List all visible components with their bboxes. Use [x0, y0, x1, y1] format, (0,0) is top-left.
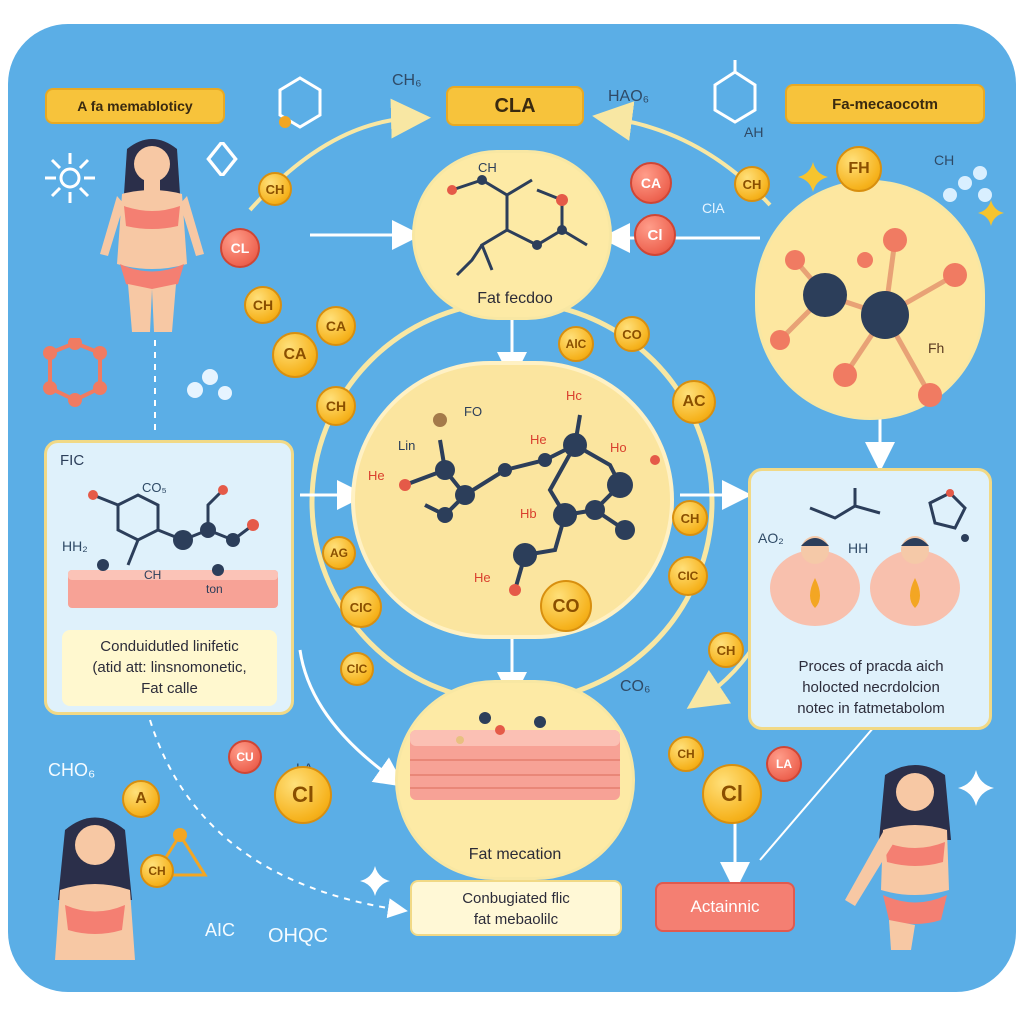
- left-panel-text: Conduidutled linifetic (atid att: linsno…: [62, 630, 277, 706]
- sparkle-icon-3: [360, 866, 390, 896]
- coin-10: FH: [836, 146, 882, 192]
- formula-label-6: CO₅: [142, 480, 167, 495]
- right-panel-people-icon: [770, 488, 969, 626]
- coin-8: CH: [734, 166, 770, 202]
- coin-25: CH: [140, 854, 174, 888]
- fat-tissue-icon: [410, 712, 620, 800]
- coin-2: CL: [220, 228, 260, 268]
- top-center-circle: [412, 150, 612, 320]
- dashed-left-curve: [149, 719, 408, 919]
- formula-label-4: CH: [934, 152, 955, 168]
- formula-label-10: OHQC: [268, 925, 328, 947]
- coin-17: CIC: [340, 586, 382, 628]
- formula-label-20: Hc: [566, 388, 582, 403]
- coin-7: CA: [630, 162, 672, 204]
- formula-label-17: FO: [464, 404, 483, 419]
- arc-left-down: [298, 649, 405, 787]
- bottom-box-line-2: fat mebaolilc: [473, 911, 559, 928]
- formula-label-12: CH: [478, 160, 497, 175]
- bead-chain-left-icon: [187, 369, 232, 400]
- formula-label-25: CH: [144, 568, 162, 582]
- bead-chain-right-icon: [943, 166, 992, 202]
- coin-18: ClC: [340, 652, 374, 686]
- formula-label-2: HAO₆: [608, 88, 650, 105]
- coin-22: CU: [228, 740, 262, 774]
- formula-label-13: AO₂: [758, 530, 784, 546]
- top-molecule-icon: [447, 175, 588, 277]
- coin-11: CO: [614, 316, 650, 352]
- coin-12: AC: [672, 380, 716, 424]
- coin-16: CIC: [668, 556, 708, 596]
- left-panel-molecule-icon: [68, 485, 278, 608]
- header-right-label: Fa-mecaocotm: [785, 84, 985, 124]
- right-molecule-icon: [770, 228, 967, 407]
- formula-label-5: ClA: [702, 200, 725, 216]
- hexagon-top-left-icon: [278, 76, 322, 129]
- right-panel-line-2: holocted necrdolcion: [802, 679, 940, 696]
- coin-15: CH: [672, 500, 708, 536]
- formula-label-14: HH₂: [62, 538, 88, 554]
- sun-molecule-icon: [45, 153, 95, 203]
- formula-label-19: He: [368, 468, 385, 483]
- bottom-circle-caption: Fat mecation: [468, 846, 562, 863]
- diamond-icon: [206, 142, 238, 176]
- coin-26: LA: [766, 746, 802, 782]
- header-center-label: CLA: [446, 86, 584, 126]
- left-panel-heading: FIC: [60, 452, 85, 469]
- coin-14: AG: [322, 536, 356, 570]
- formula-label-9: AIC: [205, 920, 236, 940]
- formula-label-24: He: [474, 570, 491, 585]
- coin-21: Cl: [274, 766, 332, 824]
- coin-5: CA: [272, 332, 318, 378]
- formula-label-3: AH: [744, 124, 764, 140]
- header-left-label: A fa memabloticy: [45, 88, 225, 124]
- hexagon-molecule-left-icon: [43, 338, 107, 407]
- central-molecule-icon: [399, 413, 660, 596]
- coin-23: Cl: [702, 764, 762, 824]
- left-panel-line-2: (atid att: linsnomonetic,: [92, 659, 247, 676]
- woman-figure-bottom-right: [845, 765, 951, 950]
- hexagon-top-right-icon: [713, 60, 757, 124]
- formula-label-18: Lin: [398, 438, 416, 453]
- coin-19: CO: [540, 580, 592, 632]
- formula-label-23: Hb: [520, 506, 537, 521]
- formula-label-7: CO₆: [620, 678, 651, 695]
- formula-label-21: He: [530, 432, 547, 447]
- formula-label-16: Fh: [928, 340, 945, 356]
- bottom-box-line-1: Conbugiated flic: [462, 890, 570, 907]
- sparkle-icon-4: [958, 770, 994, 806]
- formula-label-22: Ho: [610, 440, 627, 455]
- coin-1: CH: [258, 172, 292, 206]
- woman-figure-top-left: [100, 139, 204, 332]
- woman-figure-bottom-left: [55, 817, 135, 960]
- coin-24: A: [122, 780, 160, 818]
- formula-label-1: CH₆: [392, 72, 422, 89]
- coin-3: CH: [244, 286, 282, 324]
- coin-13: AlC: [558, 326, 594, 362]
- right-panel-line-3: notec in fatmetabolom: [797, 700, 945, 717]
- sparkle-icon-1: [798, 162, 828, 192]
- left-panel-line-1: Conduidutled linifetic: [100, 638, 239, 655]
- formula-label-8: CHO₆: [48, 760, 96, 780]
- bottom-center-box: Conbugiated flic fat mebaolilc: [410, 880, 622, 936]
- right-panel-line-1: Proces of pracda aich: [798, 658, 944, 675]
- right-panel-text: Proces of pracda aich holocted necrdolci…: [762, 650, 980, 722]
- bottom-right-label: Actainnic: [655, 882, 795, 932]
- formula-label-15: HH: [848, 540, 869, 556]
- formula-label-26: ton: [206, 582, 223, 596]
- coin-4: CA: [316, 306, 356, 346]
- coin-6: CH: [316, 386, 356, 426]
- sparkle-icon-2: [978, 200, 1004, 226]
- triangle-molecule-icon: [153, 828, 208, 877]
- arrow-bottom-right-curve: [759, 719, 881, 861]
- coin-9: Cl: [634, 214, 676, 256]
- left-panel-line-3: Fat calle: [141, 680, 198, 697]
- coin-20: CH: [708, 632, 744, 668]
- top-circle-caption: Fat fecdoo: [477, 290, 553, 307]
- coin-27: CH: [668, 736, 704, 772]
